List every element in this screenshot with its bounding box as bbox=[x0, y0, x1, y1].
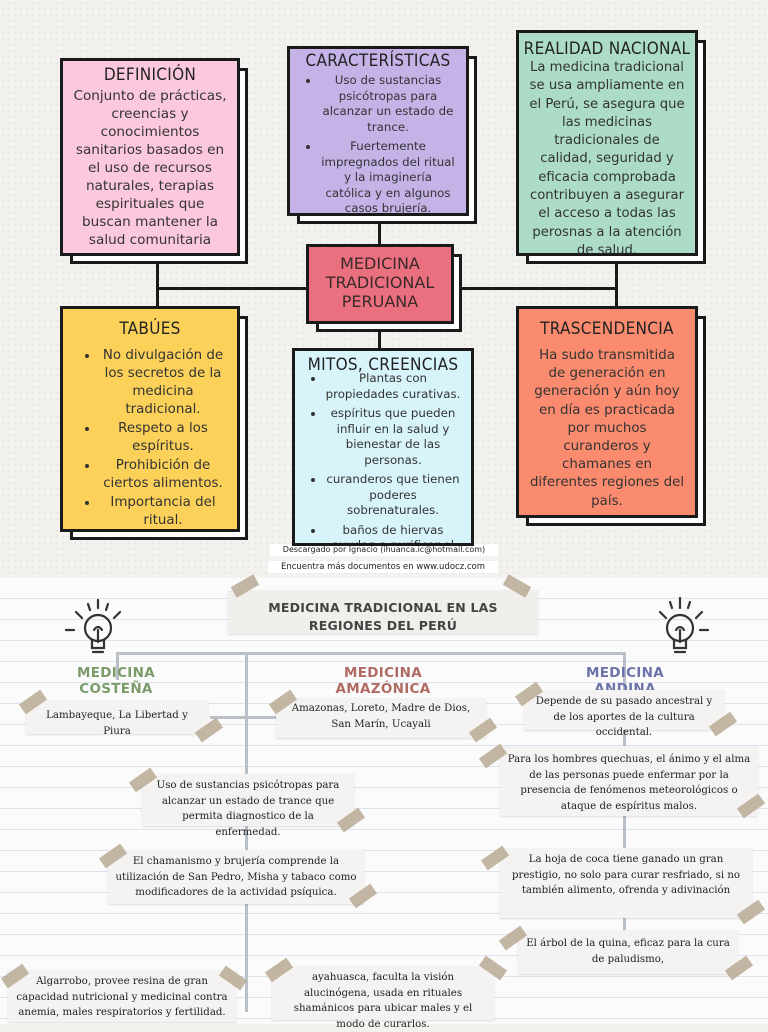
tabues-item: Importancia del ritual. bbox=[99, 494, 227, 530]
andina-card: El árbol de la quina, eficaz para la cur… bbox=[518, 930, 738, 974]
center-title: MEDICINA TRADICIONAL PERUANA bbox=[325, 254, 435, 311]
amazonica-branch bbox=[210, 716, 330, 719]
trascendencia-text: Ha sudo transmitida de generación en gen… bbox=[529, 348, 685, 509]
connector-right-vertical bbox=[615, 255, 618, 310]
connector-bottom bbox=[378, 328, 381, 353]
tabues-list: No divulgación de los secretos de la med… bbox=[63, 347, 237, 530]
definicion-text: Conjunto de prácticas, creencias y conoc… bbox=[73, 88, 227, 248]
mitos-list: Plantas con propiedades curativas. espír… bbox=[295, 371, 471, 544]
andina-card: Depende de su pasado ancestral y de los … bbox=[524, 690, 724, 738]
tabues-item: Respeto a los espíritus. bbox=[99, 420, 227, 456]
regions-title: MEDICINA TRADICIONAL EN LAS REGIONES DEL… bbox=[268, 600, 498, 633]
concept-map-section: DEFINICIÓN Conjunto de prácticas, creenc… bbox=[0, 0, 768, 578]
watermark-link[interactable]: Encuentra más documentos en www.udocz.co… bbox=[268, 561, 498, 573]
watermark-download: Descargado por Ignacio (ihuanca.ic@hotma… bbox=[270, 544, 498, 556]
connector-left-vertical bbox=[156, 255, 159, 310]
connector-top bbox=[378, 214, 381, 249]
costena-heading: MEDICINA COSTEÑA bbox=[77, 665, 155, 697]
mitos-item: Plantas con propiedades curativas. bbox=[325, 371, 461, 402]
realidad-title: REALIDAD NACIONAL bbox=[523, 39, 691, 59]
regions-title-banner: MEDICINA TRADICIONAL EN LAS REGIONES DEL… bbox=[228, 590, 538, 634]
tabues-title: TABÚES bbox=[119, 319, 181, 339]
caracteristicas-item: Fuertemente impregnados del ritual y la … bbox=[320, 139, 456, 217]
costena-card: Algarrobo, provee resina de gran capacid… bbox=[8, 970, 236, 1022]
definicion-box: DEFINICIÓN Conjunto de prácticas, creenc… bbox=[60, 58, 248, 264]
caracteristicas-title: CARACTERÍSTICAS bbox=[305, 51, 451, 71]
caracteristicas-list: Uso de sustancias psicótropas para alcan… bbox=[290, 73, 466, 217]
lightbulb-icon bbox=[64, 598, 122, 654]
realidad-text: La medicina tradicional se usa ampliamen… bbox=[529, 60, 685, 258]
trascendencia-box: TRASCENDENCIA Ha sudo transmitida de gen… bbox=[516, 306, 706, 526]
trascendencia-title: TRASCENDENCIA bbox=[540, 319, 674, 339]
andina-card: Para los hombres quechuas, el ánimo y el… bbox=[500, 746, 758, 816]
center-box: MEDICINA TRADICIONAL PERUANA bbox=[306, 244, 462, 332]
amazonica-card: Amazonas, Loreto, Madre de Dios, San Mar… bbox=[276, 698, 486, 738]
tabues-box: TABÚES No divulgación de los secretos de… bbox=[60, 306, 248, 540]
mitos-item: curanderos que tienen poderes sobrenatur… bbox=[325, 472, 461, 519]
definicion-title: DEFINICIÓN bbox=[103, 65, 197, 85]
lightbulb-icon bbox=[658, 596, 710, 654]
costena-line bbox=[116, 652, 119, 680]
amazonica-card: ayahuasca, faculta la visión alucinógena… bbox=[272, 966, 494, 1030]
amazonica-heading: MEDICINA AMAZÓNICA bbox=[335, 665, 431, 697]
tabues-item: Prohibición de ciertos alimentos. bbox=[99, 457, 227, 493]
caracteristicas-box: CARACTERÍSTICAS Uso de sustancias psicót… bbox=[287, 46, 477, 224]
costena-card: Lambayeque, La Libertad y Piura bbox=[26, 700, 208, 737]
amazonica-line bbox=[245, 652, 248, 1012]
amazonica-card: El chamanismo y brujería comprende la ut… bbox=[108, 850, 364, 904]
mitos-title: MITOS, CREENCIAS bbox=[307, 355, 459, 375]
andina-card: La hoja de coca tiene ganado un gran pre… bbox=[500, 848, 752, 918]
mitos-box: MITOS, CREENCIAS Plantas con propiedades… bbox=[292, 348, 474, 546]
realidad-box: REALIDAD NACIONAL La medicina tradiciona… bbox=[516, 30, 706, 264]
mitos-item: espíritus que pueden influir en la salud… bbox=[325, 406, 461, 468]
amazonica-card: Uso de sustancias psicótropas para alcan… bbox=[142, 774, 354, 838]
regions-horizontal-line bbox=[116, 652, 626, 655]
tabues-item: No divulgación de los secretos de la med… bbox=[99, 347, 227, 419]
caracteristicas-item: Uso de sustancias psicótropas para alcan… bbox=[320, 73, 456, 135]
mitos-item: baños de hiervas ayudan a purificar el bbox=[325, 523, 461, 544]
regions-section: MEDICINA TRADICIONAL EN LAS REGIONES DEL… bbox=[0, 574, 768, 1030]
